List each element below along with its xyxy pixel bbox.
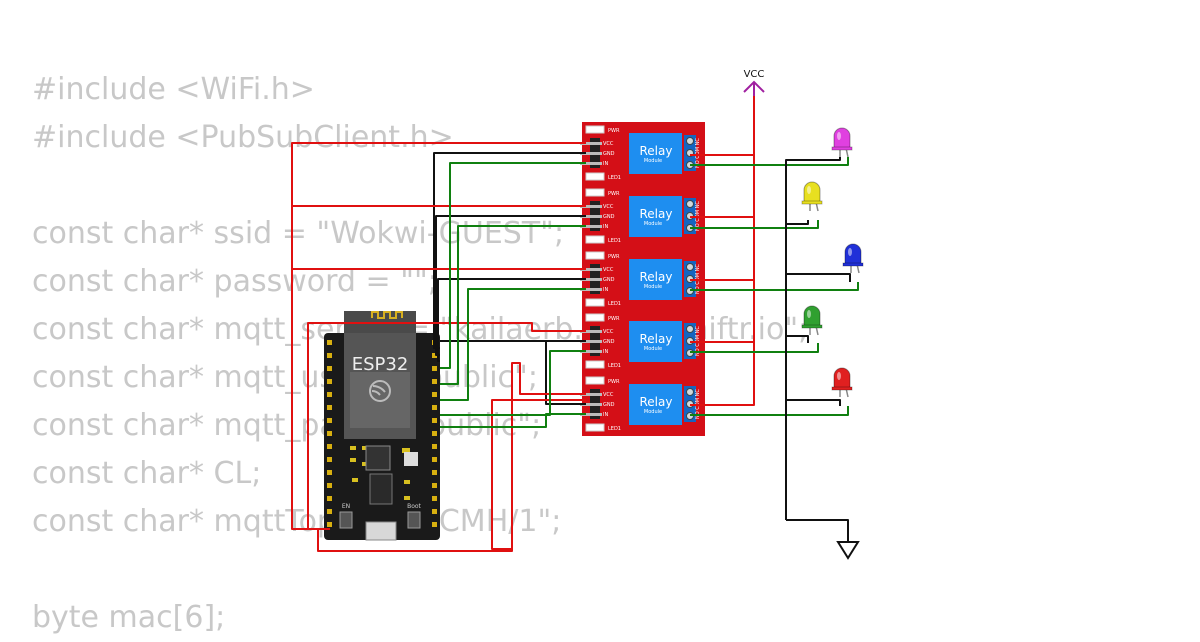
- esp32-pin-row-right: [432, 340, 437, 527]
- code-line: byte mac[6];: [32, 600, 226, 635]
- relay-terminal-labels: NO COM NC: [695, 326, 701, 356]
- code-line: const char* ssid = "Wokwi-GUEST";: [32, 216, 565, 251]
- led-ground-4: [786, 335, 809, 343]
- relay-pin-gnd-label: GND: [603, 339, 615, 345]
- relay-pin-in-label: IN: [603, 224, 608, 230]
- relay-pin-vcc-label: VCC: [603, 141, 614, 147]
- signal-wire-3: [440, 288, 586, 401]
- relay-title: Relay: [640, 332, 673, 346]
- relay-title: Relay: [640, 207, 673, 221]
- relay-terminal-labels: NO COM NC: [695, 138, 701, 168]
- relay-pin-vcc-label: VCC: [603, 392, 614, 398]
- boot-label: Boot: [407, 503, 421, 510]
- relay-title: Relay: [640, 144, 673, 158]
- relay-pin-vcc-label: VCC: [603, 267, 614, 273]
- en-button[interactable]: [339, 511, 353, 529]
- relay-title: Relay: [640, 270, 673, 284]
- vcc-rail-wire: [690, 95, 755, 406]
- relay-pin-in-label: IN: [603, 287, 608, 293]
- relay-pin-vcc-label: VCC: [603, 329, 614, 335]
- vcc-symbol: VCC: [743, 69, 765, 96]
- ground-symbol: [836, 538, 860, 560]
- signal-wire-4: [440, 350, 586, 416]
- power-wire-6: [491, 399, 586, 550]
- led-wire-3: [690, 282, 859, 291]
- led1-label: LED1: [608, 426, 621, 432]
- led-ground-rail: [786, 519, 849, 538]
- relay-subtitle: Module: [644, 284, 662, 290]
- code-line: const char* password = "";: [32, 264, 438, 299]
- code-line: const char* mqtt_user = "public";: [32, 360, 538, 395]
- led-ground-5: [786, 399, 841, 406]
- pwr-label: PWR: [608, 379, 620, 385]
- code-line: const char* CL;: [32, 456, 262, 491]
- relay-terminal-labels: NO COM NC: [695, 389, 701, 419]
- relay-pin-gnd-label: GND: [603, 277, 615, 283]
- ground-wire-3: [437, 278, 586, 362]
- led-ground-2: [786, 220, 809, 225]
- led-wire-1: [690, 157, 849, 166]
- relay-pin-vcc-label: VCC: [603, 204, 614, 210]
- relay-terminal-labels: NO COM NC: [695, 201, 701, 231]
- signal-wire-2: [440, 225, 586, 385]
- led1-label: LED1: [608, 175, 621, 181]
- ground-wire-1: [433, 152, 586, 349]
- relay-pin-in-label: IN: [603, 161, 608, 167]
- relay-subtitle: Module: [644, 221, 662, 227]
- led-wire-4: [690, 343, 819, 353]
- led-5[interactable]: [831, 367, 853, 398]
- power-wire-5: [317, 362, 586, 552]
- relay-terminal-labels: NO COM NC: [695, 264, 701, 294]
- code-line: #include <PubSubClient.h>: [32, 120, 454, 155]
- boot-button[interactable]: [407, 511, 421, 529]
- code-line: #include <WiFi.h>: [32, 72, 315, 107]
- relay-subtitle: Module: [644, 158, 662, 164]
- ground-wire-5: [540, 340, 586, 405]
- relay-subtitle: Module: [644, 409, 662, 415]
- espressif-logo-icon: [369, 380, 391, 402]
- led-1[interactable]: [831, 127, 853, 158]
- led-4[interactable]: [801, 305, 823, 336]
- signal-wire-1: [440, 162, 586, 369]
- relay-pin-gnd-label: GND: [603, 151, 615, 157]
- led1-label: LED1: [608, 301, 621, 307]
- led1-label: LED1: [608, 238, 621, 244]
- relay-pin-in-label: IN: [603, 349, 608, 355]
- led-ground-1: [785, 157, 841, 520]
- pwr-label: PWR: [608, 128, 620, 134]
- relay-title: Relay: [640, 395, 673, 409]
- esp32-label: ESP32: [352, 354, 409, 375]
- usb-port: [365, 521, 397, 541]
- led-2[interactable]: [801, 181, 823, 212]
- vcc-label: VCC: [744, 69, 765, 80]
- pwr-label: PWR: [608, 254, 620, 260]
- power-wire-4: [307, 322, 586, 529]
- led-ground-3: [786, 273, 851, 282]
- en-label: EN: [342, 503, 350, 510]
- pwr-label: PWR: [608, 191, 620, 197]
- led-wire-2: [690, 220, 819, 229]
- relay-pin-gnd-label: GND: [603, 214, 615, 220]
- led1-label: LED1: [608, 363, 621, 369]
- esp32-pin-row-left: [327, 340, 332, 527]
- led-3[interactable]: [842, 243, 864, 274]
- signal-wire-5: [440, 413, 586, 428]
- led-wire-5: [690, 406, 849, 416]
- relay-pin-gnd-label: GND: [603, 402, 615, 408]
- power-wire-1: [291, 142, 586, 530]
- esp32-board[interactable]: ESP32: [324, 311, 440, 541]
- relay-subtitle: Module: [644, 346, 662, 352]
- relay-pin-in-label: IN: [603, 412, 608, 418]
- pwr-label: PWR: [608, 316, 620, 322]
